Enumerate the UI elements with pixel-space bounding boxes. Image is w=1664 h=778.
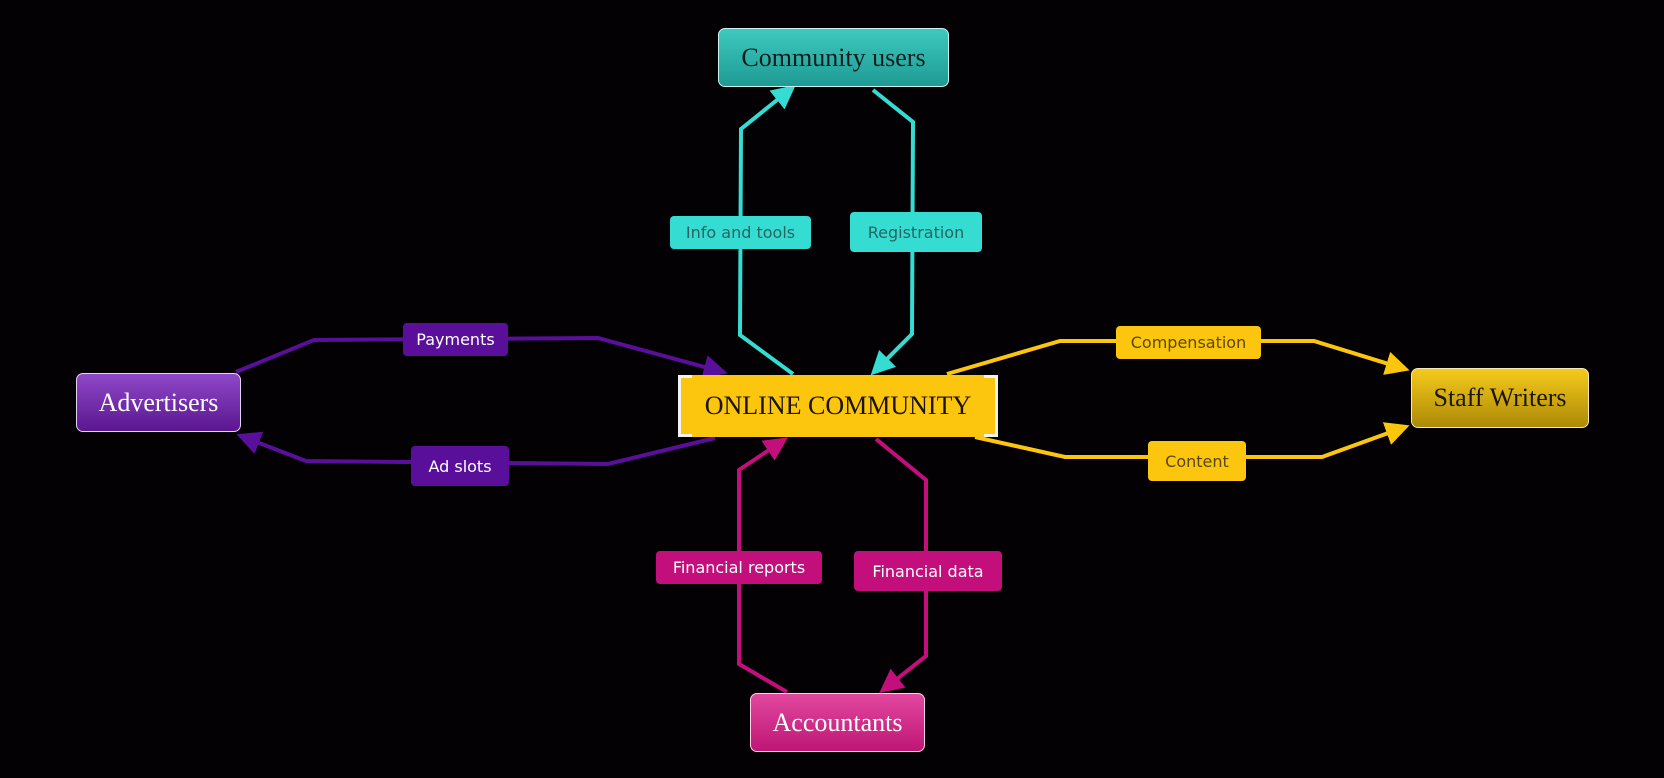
node-staff-writers-label: Staff Writers [1433, 383, 1567, 412]
flow-label-content: Content [1148, 441, 1246, 481]
flow-label-info-and-tools: Info and tools [670, 216, 811, 249]
node-advertisers[interactable]: Advertisers [76, 373, 241, 432]
flow-label-registration: Registration [850, 212, 982, 252]
node-online-community-label: ONLINE COMMUNITY [704, 391, 972, 420]
flow-label-payments: Payments [403, 323, 508, 356]
node-community-users-label: Community users [741, 42, 926, 72]
node-accountants[interactable]: Accountants [750, 693, 925, 752]
node-staff-writers[interactable]: Staff Writers [1411, 368, 1589, 428]
flow-label-financial-data: Financial data [854, 551, 1002, 591]
node-advertisers-label: Advertisers [98, 387, 219, 417]
center-bracket-right [984, 375, 998, 437]
node-community-users[interactable]: Community users [718, 28, 949, 87]
flow-label-ad-slots: Ad slots [411, 446, 509, 486]
flow-label-compensation: Compensation [1116, 326, 1261, 359]
flow-label-financial-reports: Financial reports [656, 551, 822, 584]
center-bracket-left [678, 375, 692, 437]
node-accountants-label: Accountants [772, 707, 903, 737]
node-online-community[interactable]: ONLINE COMMUNITY [678, 375, 998, 437]
